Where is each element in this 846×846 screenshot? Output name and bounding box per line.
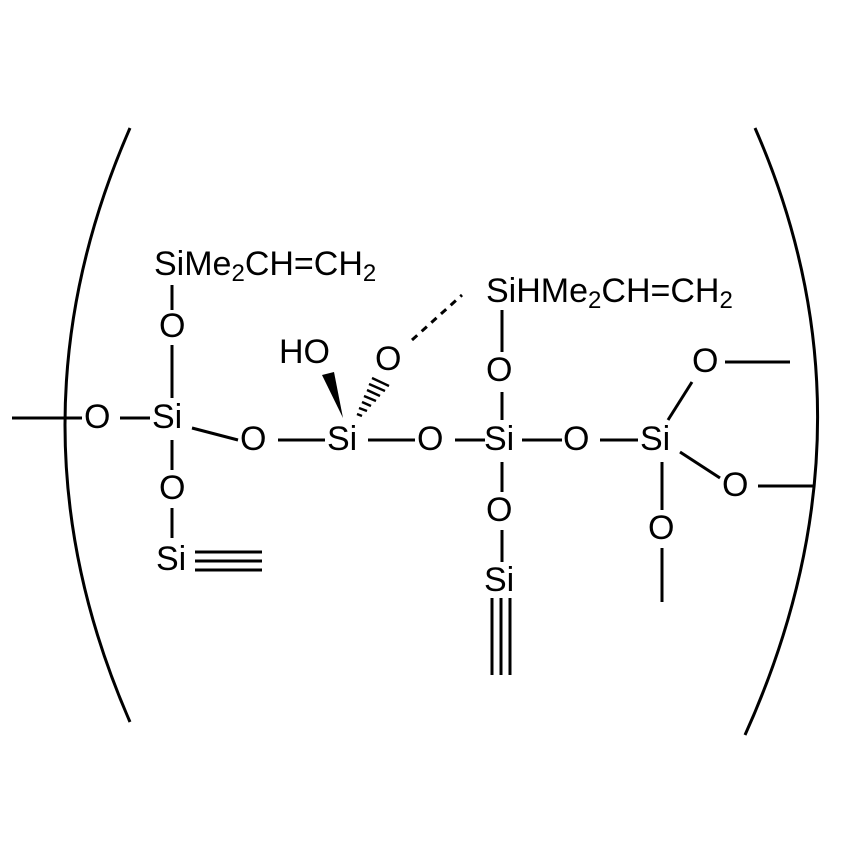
atom-o-right-mid: O bbox=[722, 466, 748, 504]
atom-o-mid-up: O bbox=[486, 351, 512, 389]
atom-labels: O Si O O Si SiMe2CH=CH2 O Si HO O O Si O… bbox=[84, 245, 748, 599]
wedge-bond-si-ho bbox=[322, 372, 343, 418]
atom-o-right-down: O bbox=[648, 509, 674, 547]
atom-o-left-up: O bbox=[159, 307, 185, 345]
left-parenthesis bbox=[63, 127, 132, 723]
hashed-bond-si-o bbox=[356, 376, 390, 418]
group-sihme2-vinyl-right: SiHMe2CH=CH2 bbox=[486, 272, 733, 314]
bond-si-right-o-up bbox=[666, 381, 694, 421]
dashed-bond-o-sihme bbox=[410, 293, 464, 342]
atom-o-link-3: O bbox=[563, 420, 589, 458]
atom-ho: HO bbox=[279, 333, 330, 371]
atom-o-left-chain: O bbox=[84, 398, 110, 436]
atom-si-center: Si bbox=[327, 420, 357, 458]
bond-si-o-link1 bbox=[191, 426, 239, 442]
atom-o-dash: O bbox=[375, 340, 401, 378]
atom-o-right-up: O bbox=[692, 342, 718, 380]
atom-o-link-2: O bbox=[417, 420, 443, 458]
atom-o-mid-down: O bbox=[486, 491, 512, 529]
atom-si-bottom-mid: Si bbox=[484, 561, 514, 599]
atom-si-right: Si bbox=[640, 420, 670, 458]
atom-si-left: Si bbox=[152, 398, 182, 436]
right-parenthesis bbox=[743, 127, 819, 736]
bonds bbox=[12, 285, 815, 675]
atom-si-mid-right: Si bbox=[484, 420, 514, 458]
atom-o-link-1: O bbox=[240, 420, 266, 458]
atom-o-left-down: O bbox=[159, 469, 185, 507]
atom-si-bottom-left: Si bbox=[156, 540, 186, 578]
bond-si-right-o-mid bbox=[679, 450, 721, 480]
group-sime2-vinyl-left: SiMe2CH=CH2 bbox=[154, 245, 376, 287]
